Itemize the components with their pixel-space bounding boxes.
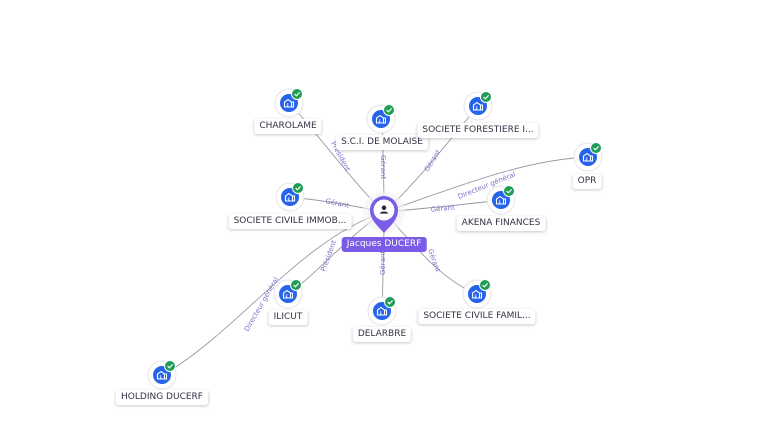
company-label-societe-civile-famil[interactable]: SOCIETE CIVILE FAMIL... (418, 309, 536, 324)
edge-opr (383, 156, 589, 213)
check-badge-icon (480, 91, 492, 103)
company-node[interactable] (486, 185, 516, 215)
company-label-sci-de-molaise[interactable]: S.C.I. DE MOLAISE (336, 135, 428, 150)
building-icon (495, 195, 507, 205)
edge-label-societe-forestiere: Gérant (423, 148, 443, 173)
company-node[interactable] (462, 279, 492, 309)
company-node[interactable] (147, 360, 177, 390)
company-node[interactable] (573, 142, 603, 172)
person-icon (380, 205, 388, 214)
company-node[interactable] (463, 91, 493, 121)
person-label[interactable]: Jacques DUCERF (341, 237, 427, 252)
company-label-opr[interactable]: OPR (572, 174, 602, 189)
building-icon (375, 114, 387, 124)
company-label-societe-civile-immob[interactable]: SOCIETE CIVILE IMMOB... (228, 214, 352, 229)
building-icon (156, 370, 168, 380)
building-icon (471, 289, 483, 299)
edge-label-sci-de-molaise: Gérant (379, 155, 387, 179)
check-badge-icon (479, 279, 491, 291)
company-label-akena-finances[interactable]: AKENA FINANCES (456, 216, 546, 231)
company-label-holding-ducerf[interactable]: HOLDING DUCERF (116, 390, 208, 405)
company-node[interactable] (366, 104, 396, 134)
edge-label-akena-finances: Gérant (430, 203, 455, 213)
edge-label-delarbre: Gérant (379, 251, 387, 275)
edge-label-ilicut: Président (319, 239, 338, 273)
company-label-charolame[interactable]: CHAROLAME (254, 119, 322, 134)
company-nodes (147, 88, 603, 390)
check-badge-icon (290, 279, 302, 291)
building-icon (472, 101, 484, 111)
edge-holding-ducerf (162, 211, 385, 376)
person-node[interactable] (363, 191, 405, 233)
check-badge-icon (590, 142, 602, 154)
check-badge-icon (291, 88, 303, 100)
company-node[interactable] (275, 182, 305, 212)
company-node[interactable] (273, 279, 303, 309)
check-badge-icon (503, 185, 515, 197)
check-badge-icon (383, 104, 395, 116)
company-node[interactable] (274, 88, 304, 118)
company-label-delarbre[interactable]: DELARBRE (352, 327, 412, 342)
building-icon (282, 289, 294, 299)
edge-label-societe-civile-immob: Gérant (325, 197, 350, 210)
check-badge-icon (164, 360, 176, 372)
building-icon (582, 152, 594, 162)
building-icon (376, 306, 388, 316)
check-badge-icon (292, 182, 304, 194)
company-label-societe-forestiere[interactable]: SOCIETE FORESTIERE I... (417, 123, 539, 138)
company-label-ilicut[interactable]: ILICUT (268, 310, 308, 325)
company-node[interactable] (367, 296, 397, 326)
building-icon (283, 98, 295, 108)
check-badge-icon (384, 296, 396, 308)
building-icon (284, 192, 296, 202)
